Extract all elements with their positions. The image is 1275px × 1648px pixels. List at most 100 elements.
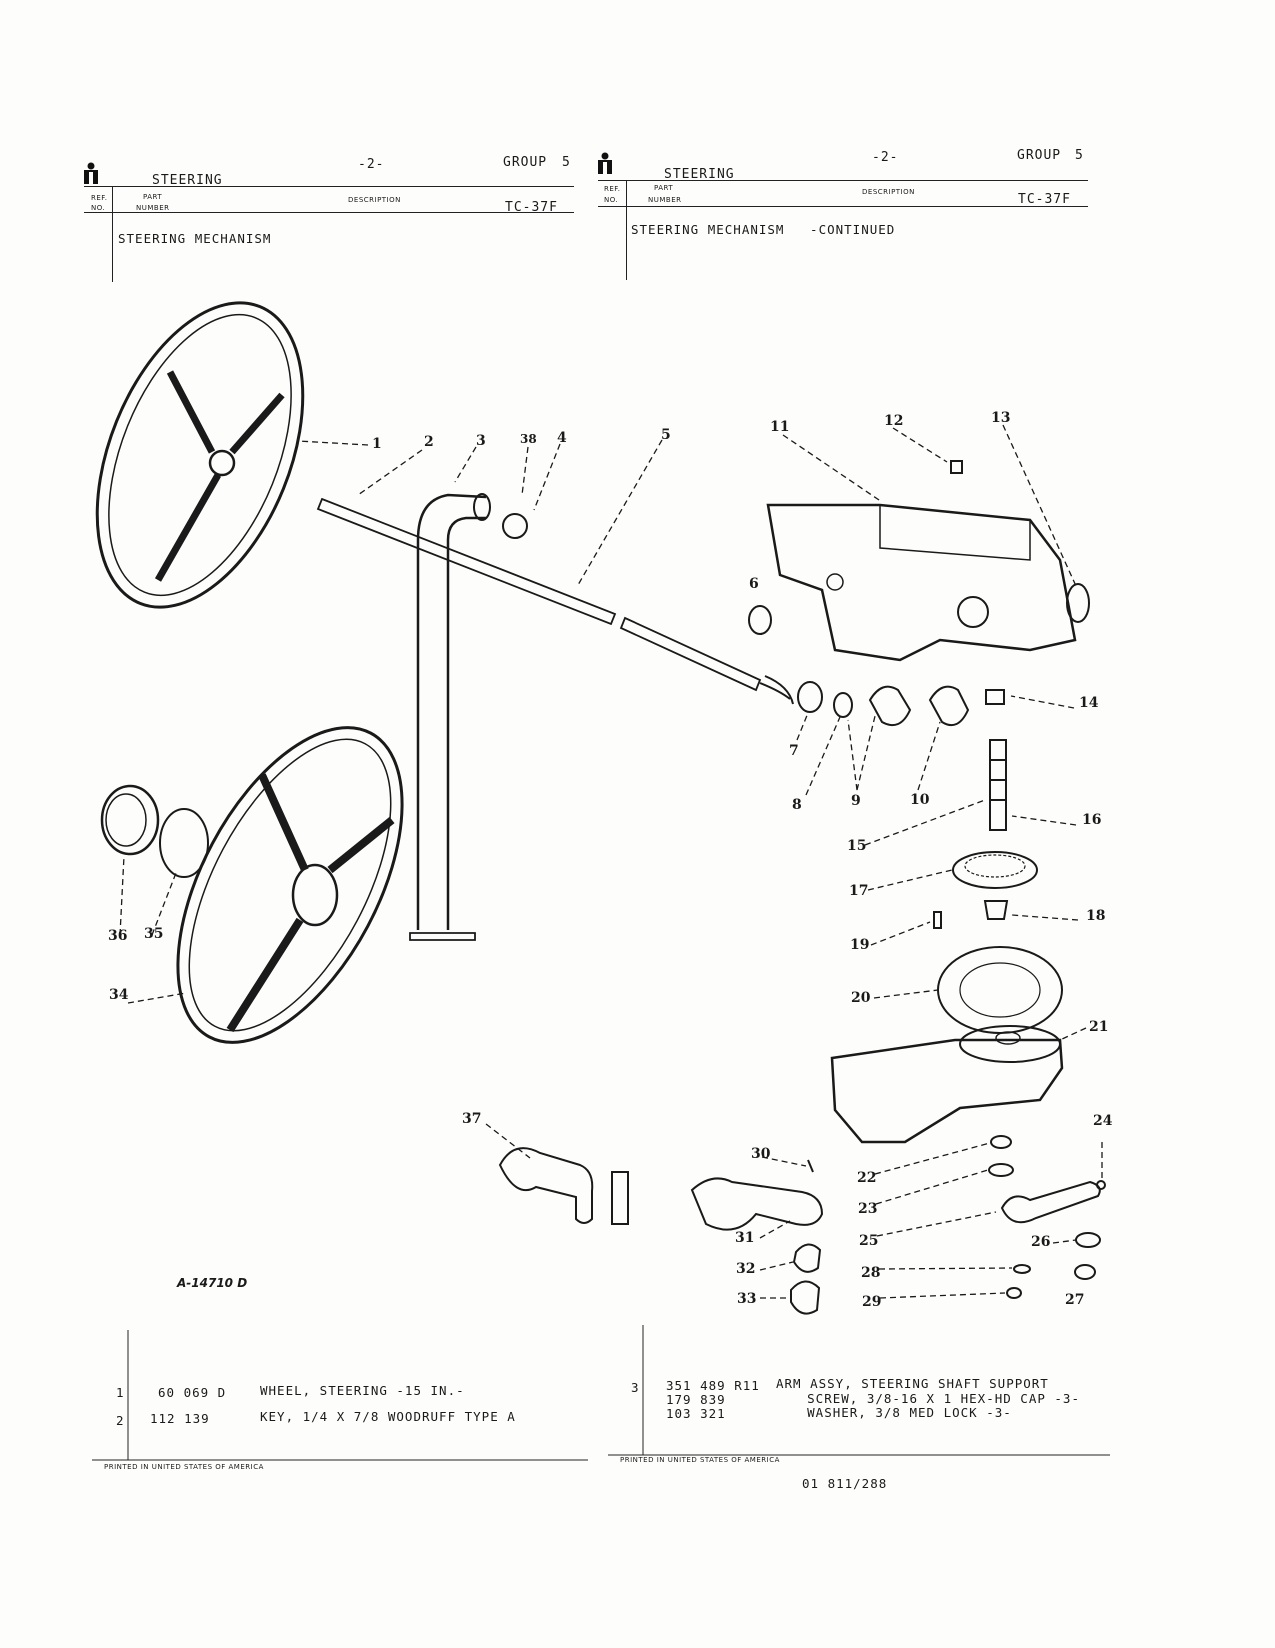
- right-part-description: WASHER, 3/8 MED LOCK -3-: [756, 1405, 1012, 1420]
- fitting-part-24: [1096, 1180, 1106, 1190]
- right-part-description: ARM ASSY, STEERING SHAFT SUPPORT: [776, 1376, 1049, 1391]
- left-part-number: 60 069 D: [158, 1385, 227, 1400]
- callout-26: 26: [1031, 1234, 1051, 1250]
- callout-19: 19: [850, 937, 870, 953]
- callout-15: 15: [847, 838, 867, 854]
- right-col-no: NO.: [604, 196, 619, 204]
- fitting-part-30: [807, 1159, 814, 1173]
- left-section-title: STEERING: [152, 173, 223, 188]
- callout-20: 20: [851, 990, 871, 1006]
- sector-shaft: [989, 739, 1007, 831]
- right-group-label: GROUP: [1017, 148, 1062, 163]
- right-group-number: 5: [1075, 148, 1084, 163]
- plate-part-33: [790, 1280, 821, 1315]
- callout-37: 37: [462, 1111, 482, 1127]
- bushing-part-14: [985, 689, 1005, 705]
- callout-24: 24: [1093, 1113, 1113, 1129]
- right-part-number: 179 839: [666, 1392, 726, 1407]
- left-part-number: 112 139: [150, 1411, 210, 1426]
- callout-1: 1: [372, 436, 382, 452]
- callout-2: 2: [424, 434, 434, 450]
- callout-9: 9: [851, 793, 861, 809]
- right-part-number: 351 489 R11: [666, 1378, 760, 1393]
- callout-27: 27: [1065, 1292, 1085, 1308]
- left-col-no: NO.: [91, 204, 106, 212]
- shaft-support-arm: [409, 493, 491, 941]
- callout-17: 17: [849, 883, 869, 899]
- housing-cover: [830, 1025, 1064, 1144]
- washer-part-23: [988, 1163, 1014, 1177]
- callout-8: 8: [792, 797, 802, 813]
- callout-6: 6: [749, 576, 759, 592]
- ih-logo-icon: [598, 152, 612, 174]
- callout-18: 18: [1086, 908, 1106, 924]
- left-heading: STEERING MECHANISM: [118, 231, 272, 246]
- right-section-title: STEERING: [664, 167, 735, 182]
- seal-part-6: [748, 605, 772, 635]
- plate-part-32: [792, 1243, 822, 1273]
- callout-14: 14: [1079, 695, 1099, 711]
- illustration-code: A-14710 D: [177, 1276, 248, 1290]
- callout-33: 33: [737, 1291, 757, 1307]
- left-part-description: WHEEL, STEERING -15 IN.-: [260, 1383, 465, 1398]
- right-model-code: TC-37F: [1018, 192, 1071, 207]
- callout-31: 31: [735, 1230, 755, 1246]
- callout-13: 13: [991, 410, 1011, 426]
- bearing-part-7: [797, 681, 823, 713]
- callout-16: 16: [1082, 812, 1102, 828]
- arm-part-31: [690, 1177, 824, 1231]
- steering-arm: [1000, 1180, 1101, 1224]
- bushing-part-18: [983, 900, 1009, 920]
- left-printed-notice: PRINTED IN UNITED STATES OF AMERICA: [104, 1463, 264, 1471]
- washer-part-28: [1013, 1264, 1031, 1274]
- callout-10: 10: [910, 792, 930, 808]
- left-part-description: KEY, 1/4 X 7/8 WOODRUFF TYPE A: [260, 1409, 516, 1424]
- left-col-part: PART: [143, 193, 163, 201]
- ih-logo-icon: [84, 162, 98, 184]
- left-group-label: GROUP: [503, 155, 548, 170]
- document-code: 01 811/288: [802, 1476, 888, 1491]
- left-col-description: DESCRIPTION: [348, 196, 401, 204]
- plug-part-13: [1066, 583, 1090, 623]
- right-part-description: SCREW, 3/8-16 X 1 HEX-HD CAP -3-: [756, 1391, 1080, 1406]
- left-group-number: 5: [562, 155, 571, 170]
- plate-part-27: [1074, 1264, 1096, 1280]
- gasket-part-20: [937, 946, 1063, 1034]
- steering-wheel-part-34: [176, 726, 404, 1044]
- right-col-part: PART: [654, 184, 674, 192]
- left-col-number: NUMBER: [136, 204, 170, 212]
- hub-cap-part-36: [100, 784, 160, 856]
- right-col-ref: REF.: [604, 185, 621, 193]
- gasket-part-10: [928, 685, 970, 726]
- callout-32: 32: [736, 1261, 756, 1277]
- right-printed-notice: PRINTED IN UNITED STATES OF AMERICA: [620, 1456, 780, 1464]
- callout-36: 36: [108, 928, 128, 944]
- ring-part-35: [159, 808, 209, 878]
- callout-29: 29: [862, 1294, 882, 1310]
- callout-28: 28: [861, 1265, 881, 1281]
- plug-part-12: [950, 460, 963, 474]
- retainer-part-9: [868, 685, 912, 726]
- callout-21: 21: [1089, 1019, 1109, 1035]
- callout-38: 38: [520, 432, 537, 446]
- callout-23: 23: [858, 1201, 878, 1217]
- right-col-number: NUMBER: [648, 196, 682, 204]
- seal-part-22: [990, 1135, 1012, 1149]
- callout-7: 7: [789, 743, 799, 759]
- sector-gear: [952, 851, 1038, 889]
- callout-35: 35: [144, 926, 164, 942]
- left-col-ref: REF.: [91, 194, 108, 202]
- right-part-ref: 3: [631, 1380, 640, 1395]
- steering-gear-housing: [766, 503, 1077, 662]
- steering-shaft: [316, 497, 794, 705]
- bushing-part-4: [502, 513, 528, 539]
- right-col-description: DESCRIPTION: [862, 188, 915, 196]
- bracket-part-37: [498, 1147, 629, 1225]
- callout-34: 34: [109, 987, 129, 1003]
- callout-11: 11: [770, 419, 790, 435]
- right-page-number: -2-: [872, 150, 899, 165]
- right-heading: STEERING MECHANISM -CONTINUED: [631, 222, 896, 237]
- callout-4: 4: [557, 430, 567, 446]
- key-part-19: [933, 911, 942, 929]
